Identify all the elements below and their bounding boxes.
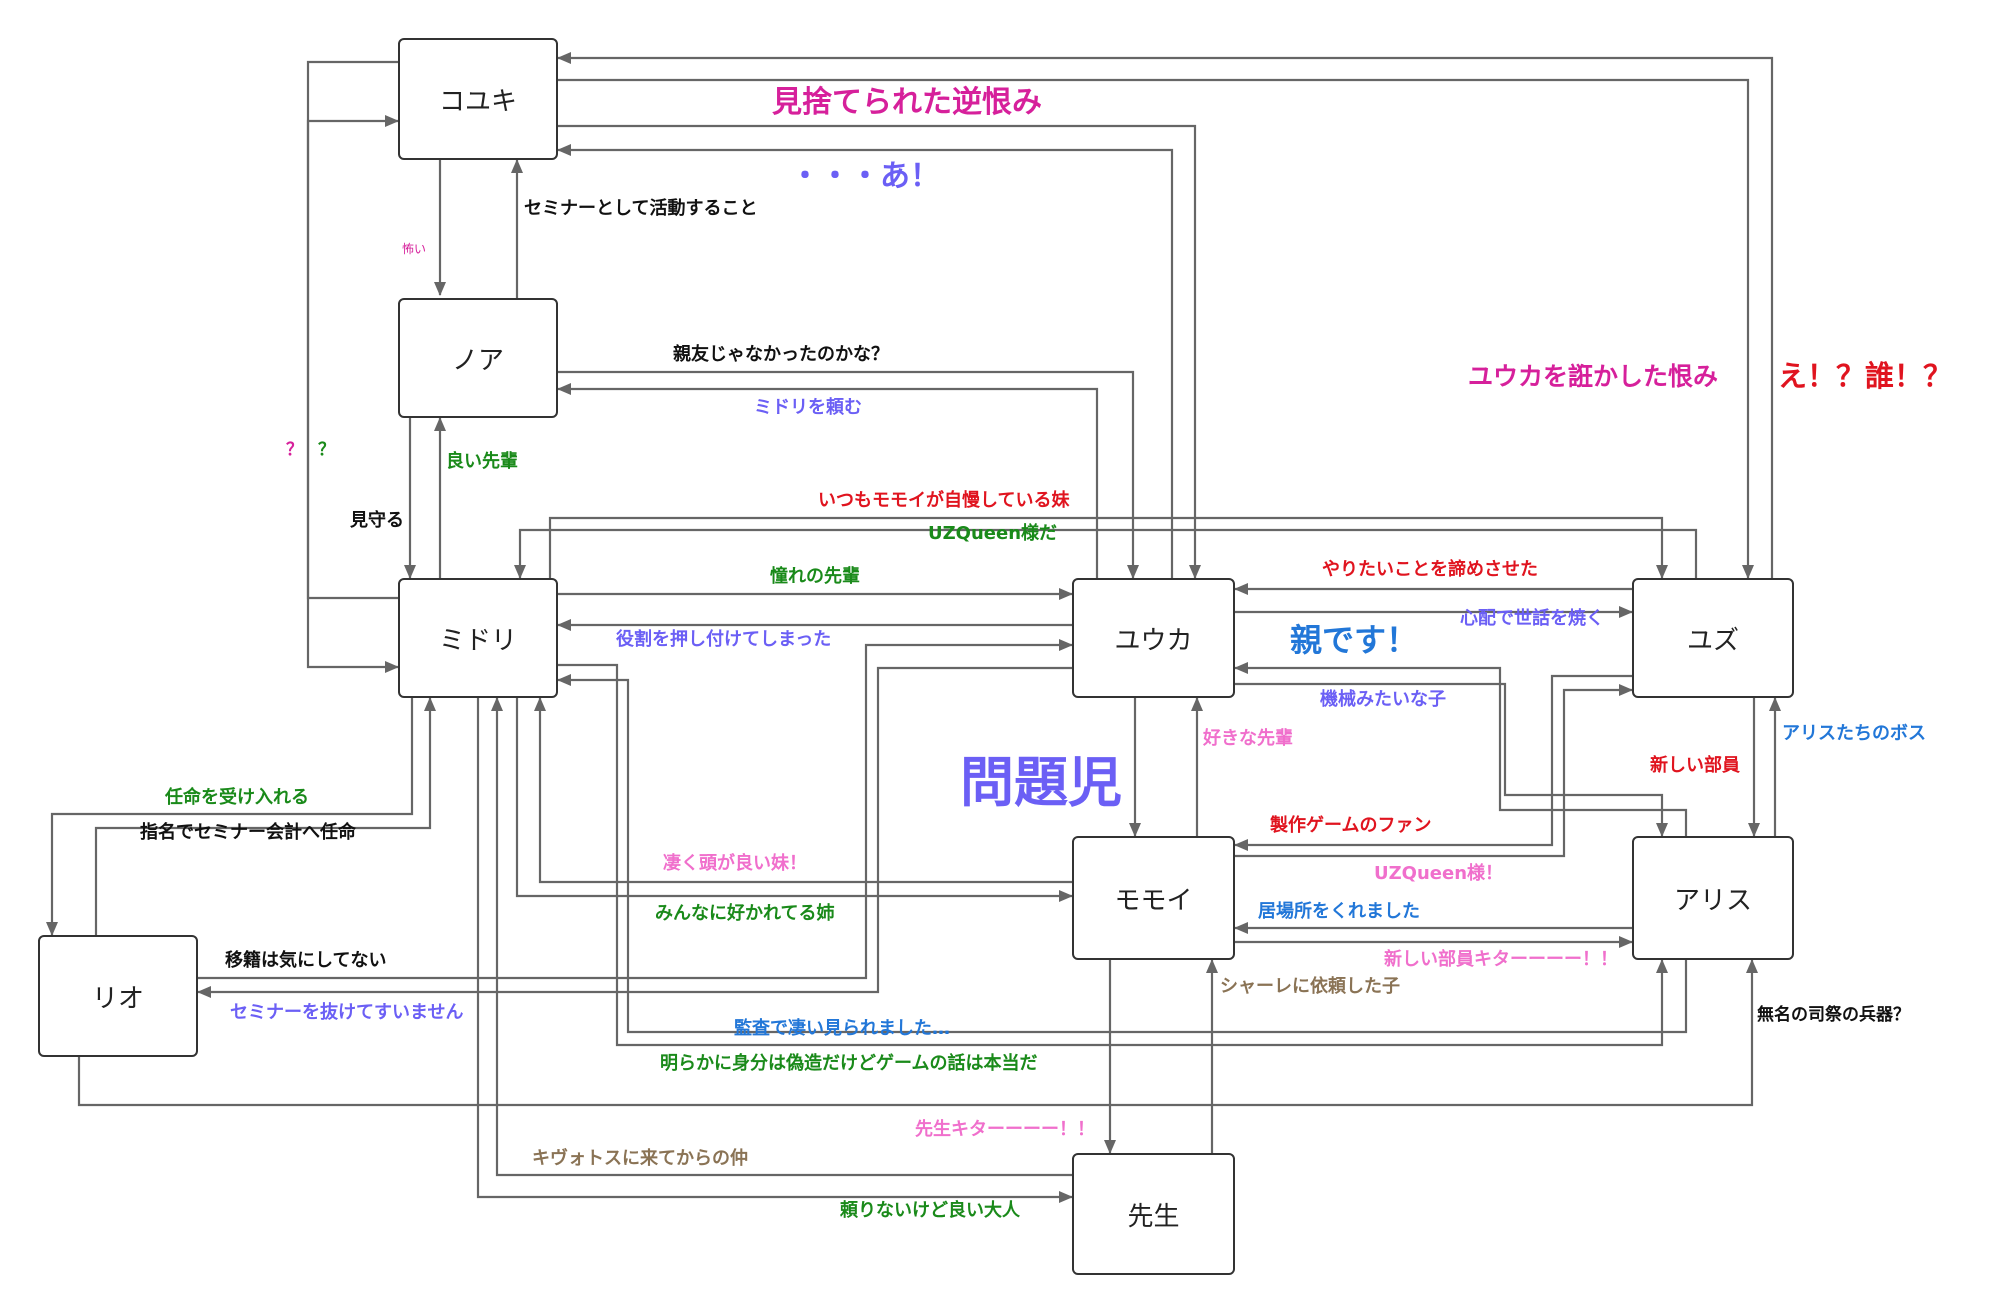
edge-yuzu-kouki — [557, 52, 1774, 578]
label-tayorinai: 頼りないけど良い大人 — [840, 1200, 1020, 1221]
edge-arisu-yuuka — [1234, 662, 1688, 836]
label-shimei: 指名でセミナー会計へ任命 — [140, 822, 356, 843]
label-midori-tanomu: ミドリを頼む — [754, 397, 862, 418]
label-yoi-senpai: 良い先輩 — [446, 451, 518, 472]
label-kikai: 機械みたいな子 — [1320, 689, 1446, 710]
node-rio[interactable]: リオ — [38, 935, 198, 1057]
node-yuzu[interactable]: ユズ — [1632, 578, 1794, 698]
label-yakuwari: 役割を押し付けてしまった — [616, 629, 832, 650]
label-aa: ・・・あ！ — [790, 159, 940, 194]
edge-arisu-midori — [557, 674, 1688, 1034]
node-yuzu-label: ユズ — [1686, 625, 1739, 656]
label-mimamoru: 見守る — [350, 510, 404, 531]
label-minna-sukare: みんなに好かれてる姉 — [655, 903, 835, 924]
edge-midori-arisu — [558, 663, 1668, 1047]
node-yuuka-label: ユウカ — [1114, 625, 1193, 656]
edges — [46, 52, 1781, 1203]
edge-midori-momoi — [515, 698, 1073, 902]
label-mondaiji: 問題児 — [960, 751, 1122, 814]
node-noa-label: ノア — [451, 345, 504, 376]
label-schale: シャーレに依頼した子 — [1220, 976, 1400, 997]
label-misuterareta: 見捨てられた逆恨み — [772, 85, 1042, 120]
label-arisu-boss: アリスたちのボス — [1782, 723, 1926, 744]
label-akogare: 憧れの先輩 — [770, 566, 860, 587]
edge-rio-yuuka — [198, 639, 1073, 980]
label-sugoku-atama: 凄く頭が良い妹！ — [663, 853, 807, 874]
node-sensei-label: 先生 — [1127, 1201, 1180, 1232]
label-oya-desu: 親です！ — [1290, 621, 1419, 659]
label-yuuka-damakashita: ユウカを誑かした恨み — [1468, 362, 1719, 391]
label-seminar-katsudou: セミナーとして活動すること — [524, 198, 758, 219]
edge-yuuka-arisu — [1235, 682, 1668, 837]
edge-momoi-midori — [534, 697, 1072, 884]
label-kansa: 監査で凄い見られました… — [734, 1018, 950, 1039]
label-sukina-senpai: 好きな先輩 — [1203, 728, 1293, 749]
label-akiraka: 明らかに身分は偽造だけどゲームの話は本当だ — [660, 1053, 1038, 1074]
edge-midori-rio — [46, 698, 414, 936]
label-question-2: ？ — [318, 440, 335, 460]
label-uzqueen-sama-da: UZQueen様だ — [928, 523, 1058, 544]
node-yuuka[interactable]: ユウカ — [1072, 578, 1235, 698]
label-seisaku-fan: 製作ゲームのファン — [1270, 815, 1432, 836]
edge-yuzu-midori — [514, 528, 1698, 579]
edge-yuuka-rio — [197, 666, 1072, 998]
edge-kouki-midori — [306, 60, 399, 673]
edge-kouki-yuzu — [558, 78, 1754, 579]
label-kowai: 怖い — [402, 242, 427, 256]
label-ninmei-ukeireru: 任命を受け入れる — [165, 787, 309, 808]
node-momoi[interactable]: モモイ — [1072, 836, 1235, 960]
edge-yuzu-momoi — [1234, 674, 1632, 851]
label-shinpai: 心配で世話を焼く — [1460, 608, 1604, 629]
node-sensei[interactable]: 先生 — [1072, 1153, 1235, 1275]
node-rio-label: リオ — [91, 983, 144, 1014]
label-yaritai: やりたいことを諦めさせた — [1322, 559, 1538, 580]
node-momoi-label: モモイ — [1114, 885, 1193, 916]
label-iseki: 移籍は気にしてない — [225, 950, 387, 971]
label-mumei: 無名の司祭の兵器？ — [1757, 1005, 1910, 1025]
edge-yuuka-noa — [557, 383, 1099, 578]
edge-momoi-yuzu — [1235, 684, 1633, 858]
edge-sensei-midori — [491, 697, 1072, 1177]
node-arisu-label: アリス — [1673, 885, 1752, 916]
label-shinyuu: 親友じゃなかったのかな？ — [673, 344, 889, 365]
label-question-1: ？ — [286, 440, 303, 460]
edge-rio-midori — [94, 697, 436, 935]
node-noa[interactable]: ノア — [398, 298, 558, 418]
label-atarashii-buin-kita: 新しい部員キターーーー！！ — [1384, 949, 1618, 970]
node-midori[interactable]: ミドリ — [398, 578, 558, 698]
label-kivotos: キヴォトスに来てからの仲 — [532, 1148, 748, 1169]
label-sensei-kita: 先生キターーーー！！ — [915, 1119, 1095, 1140]
edge-noa-yuuka — [558, 370, 1139, 579]
edge-midori-sensei — [476, 698, 1073, 1203]
edge-rio-arisu — [77, 959, 1758, 1107]
node-kouki[interactable]: コユキ — [398, 38, 558, 160]
label-itsumo-momoi: いつもモモイが自慢している妹 — [818, 490, 1070, 511]
node-arisu[interactable]: アリス — [1632, 836, 1794, 960]
label-atarashii-buin: 新しい部員 — [1650, 755, 1740, 776]
label-e-dare: え！？誰！？ — [1778, 359, 1953, 393]
edge-kouki-yuuka — [558, 124, 1201, 579]
node-midori-label: ミドリ — [438, 625, 517, 656]
edge-yuuka-kouki — [557, 144, 1174, 578]
label-seminar-nukete: セミナーを抜けてすいません — [230, 1002, 464, 1023]
label-uzqueen-sama: UZQueen様！ — [1374, 863, 1504, 884]
edge-midori-yuzu — [548, 516, 1668, 579]
label-ibasho: 居場所をくれました — [1258, 901, 1420, 922]
node-kouki-label: コユキ — [438, 86, 517, 117]
